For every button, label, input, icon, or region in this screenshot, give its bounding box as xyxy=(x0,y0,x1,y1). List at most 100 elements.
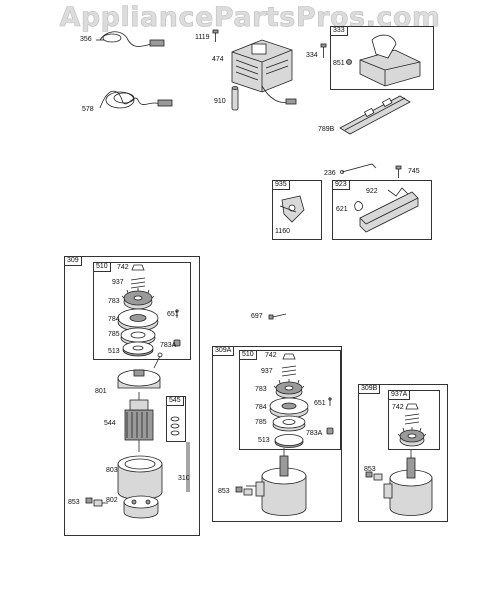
label-853-a: 853 xyxy=(68,499,80,506)
part-803-drawing xyxy=(117,455,163,500)
part-802-drawing xyxy=(123,495,159,519)
label-513-a: 513 xyxy=(108,348,120,355)
box-510-a: 510 xyxy=(93,262,191,360)
part-745-drawing xyxy=(395,165,402,178)
label-789B: 789B xyxy=(318,126,335,133)
label-851: 851 xyxy=(333,60,345,67)
part-334-drawing xyxy=(320,43,327,58)
label-853-b: 853 xyxy=(218,488,230,495)
box-923: 923 xyxy=(332,180,432,240)
part-784b-drawing xyxy=(269,397,309,419)
part-789B-drawing xyxy=(339,95,411,135)
part-513b-drawing xyxy=(274,434,304,448)
label-745: 745 xyxy=(408,168,420,175)
part-910-drawing xyxy=(231,86,239,111)
label-785-b: 785 xyxy=(255,419,267,426)
label-742-b: 742 xyxy=(265,352,277,359)
label-783A-b: 783A xyxy=(306,430,323,437)
box-937A: 937A xyxy=(388,390,440,450)
part-310-drawing xyxy=(186,442,190,492)
part-937b-drawing xyxy=(281,365,297,377)
label-937-a: 937 xyxy=(112,279,124,286)
part-937a-drawing xyxy=(130,277,146,289)
label-334: 334 xyxy=(306,52,318,59)
label-578: 578 xyxy=(82,106,94,113)
part-742c-drawing xyxy=(405,403,419,410)
box-935-tag: 935 xyxy=(272,180,290,190)
part-785b-drawing xyxy=(272,415,306,432)
label-742-a: 742 xyxy=(117,264,129,271)
motor-309B-drawing xyxy=(383,450,433,516)
part-544-drawing xyxy=(124,392,154,452)
box-510-b: 510 xyxy=(239,350,341,450)
label-356: 356 xyxy=(80,36,92,43)
box-333: 333 xyxy=(330,26,434,90)
box-510-b-tag: 510 xyxy=(239,350,257,360)
box-333-tag: 333 xyxy=(330,26,348,36)
label-544: 544 xyxy=(104,420,116,427)
box-923-tag: 923 xyxy=(332,180,350,190)
part-935-drawing xyxy=(279,195,305,223)
label-785-a: 785 xyxy=(108,331,120,338)
box-545-tag: 545 xyxy=(166,396,184,406)
part-853a-drawing xyxy=(85,497,108,507)
label-783-a: 783 xyxy=(108,298,120,305)
box-309B-tag: 309B xyxy=(358,384,381,394)
part-651b-drawing xyxy=(328,397,332,406)
part-784a-drawing xyxy=(117,308,159,332)
label-784-b: 784 xyxy=(255,404,267,411)
box-309A: 309A xyxy=(212,346,342,522)
part-578-drawing xyxy=(99,90,173,109)
label-937-b: 937 xyxy=(261,368,273,375)
label-803: 803 xyxy=(106,467,118,474)
box-935: 935 xyxy=(272,180,322,240)
label-1160: 1160 xyxy=(275,228,291,235)
part-783Ab-drawing xyxy=(326,427,334,435)
label-651-b: 651 xyxy=(314,400,326,407)
box-510-a-tag: 510 xyxy=(93,262,111,272)
part-742b-drawing xyxy=(282,353,296,360)
label-697: 697 xyxy=(251,313,263,320)
box-545: 545 xyxy=(166,396,186,442)
label-236: 236 xyxy=(324,170,336,177)
part-923-drawing xyxy=(354,187,419,233)
part-474-drawing xyxy=(231,39,297,105)
label-922: 922 xyxy=(366,188,378,195)
box-309A-tag: 309A xyxy=(212,346,235,356)
part-742a-drawing xyxy=(131,264,145,271)
label-513-b: 513 xyxy=(258,437,270,444)
label-783-b: 783 xyxy=(255,386,267,393)
part-783Aa-drawing xyxy=(173,339,181,347)
part-333-drawing xyxy=(346,34,421,87)
part-697-drawing xyxy=(268,313,287,320)
label-742-c: 742 xyxy=(392,404,404,411)
part-545-drawing xyxy=(170,416,180,436)
label-801: 801 xyxy=(95,388,107,395)
box-309: 309 xyxy=(64,256,200,536)
label-651-a: 651 xyxy=(167,311,179,318)
label-910: 910 xyxy=(214,98,226,105)
part-651a-drawing xyxy=(175,309,179,318)
part-1119-drawing xyxy=(212,29,219,42)
label-784-a: 784 xyxy=(108,316,120,323)
label-310: 310 xyxy=(178,475,190,482)
label-783A-a: 783A xyxy=(160,342,177,349)
gear-937A-drawing xyxy=(397,413,427,447)
part-853c-drawing xyxy=(365,471,383,481)
label-474: 474 xyxy=(212,56,224,63)
part-356-drawing xyxy=(96,31,165,47)
label-802: 802 xyxy=(106,497,118,504)
part-513a-drawing xyxy=(122,341,154,357)
box-937A-tag: 937A xyxy=(388,390,411,400)
part-853b-drawing xyxy=(235,486,253,496)
box-309B: 309B xyxy=(358,384,448,522)
label-853-c: 853 xyxy=(364,466,376,473)
box-309-tag: 309 xyxy=(64,256,82,266)
watermark: AppliancePartsPros.com xyxy=(59,2,441,34)
motor-309A-drawing xyxy=(246,448,307,516)
label-621: 621 xyxy=(336,206,348,213)
label-1119: 1119 xyxy=(195,34,210,41)
part-236-drawing xyxy=(340,163,377,174)
